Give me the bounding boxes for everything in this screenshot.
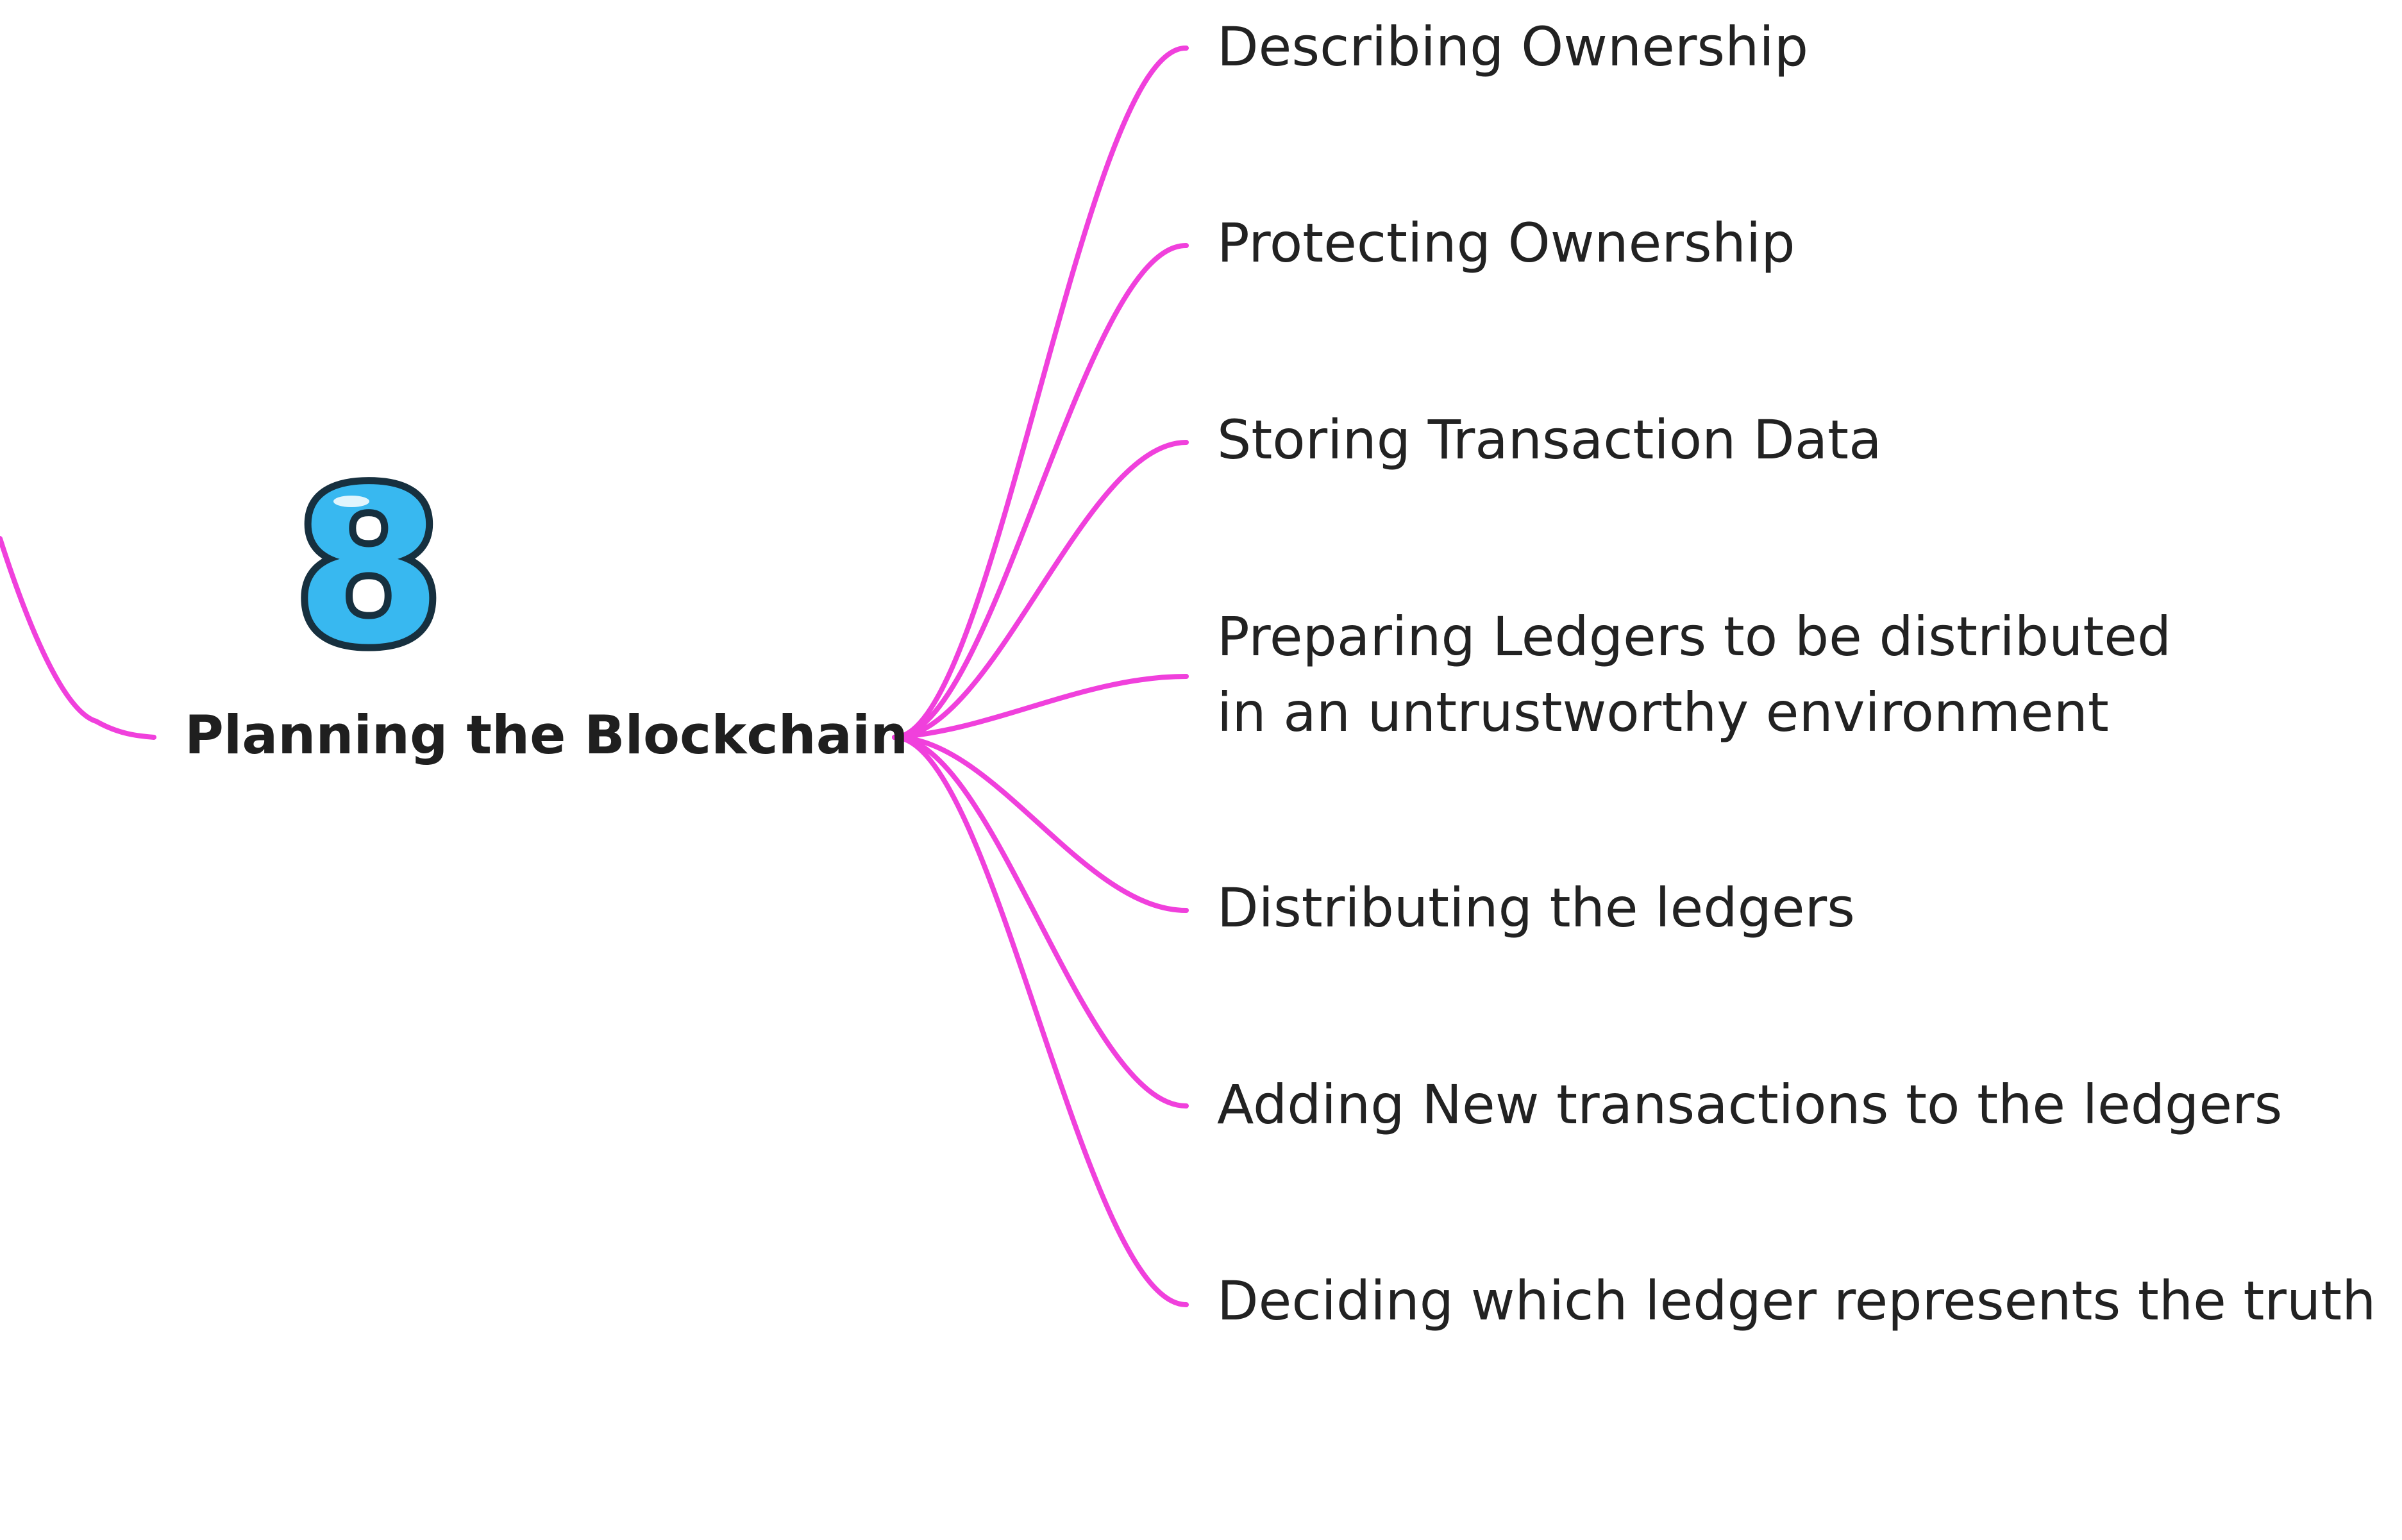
central-node[interactable]: 8 8 Planning the Blockchain: [185, 438, 908, 766]
branch-connectors: [892, 45, 1189, 1307]
branch-connector-7: [892, 735, 1189, 1307]
central-title: Planning the Blockchain: [185, 704, 908, 766]
branch-connector-5: [892, 735, 1189, 913]
branch-labels: Describing Ownership Protecting Ownershi…: [1217, 15, 2376, 1332]
badge-number: 8: [295, 445, 442, 691]
branch-connector-6: [892, 735, 1189, 1109]
branch-label-2[interactable]: Protecting Ownership: [1217, 212, 1795, 274]
branch-label-4-line-2[interactable]: in an untrustworthy environment: [1217, 681, 2109, 744]
parent-connector: [0, 536, 156, 740]
branch-connector-4: [892, 674, 1189, 740]
branch-connector-1: [892, 45, 1189, 740]
branch-label-7[interactable]: Deciding which ledger represents the tru…: [1217, 1269, 2376, 1332]
number-8-badge-icon: 8 8: [288, 438, 449, 698]
branch-label-4-line-1[interactable]: Preparing Ledgers to be distributed: [1217, 605, 2171, 668]
branch-connector-2: [892, 242, 1189, 740]
branch-label-6[interactable]: Adding New transactions to the ledgers: [1217, 1073, 2282, 1136]
badge-highlight: [333, 496, 369, 507]
branch-connector-3: [892, 440, 1189, 740]
branch-label-5[interactable]: Distributing the ledgers: [1217, 876, 1855, 939]
branch-label-3[interactable]: Storing Transaction Data: [1217, 408, 1882, 471]
branch-label-1[interactable]: Describing Ownership: [1217, 15, 1808, 78]
badge-outline: 8: [295, 445, 442, 691]
